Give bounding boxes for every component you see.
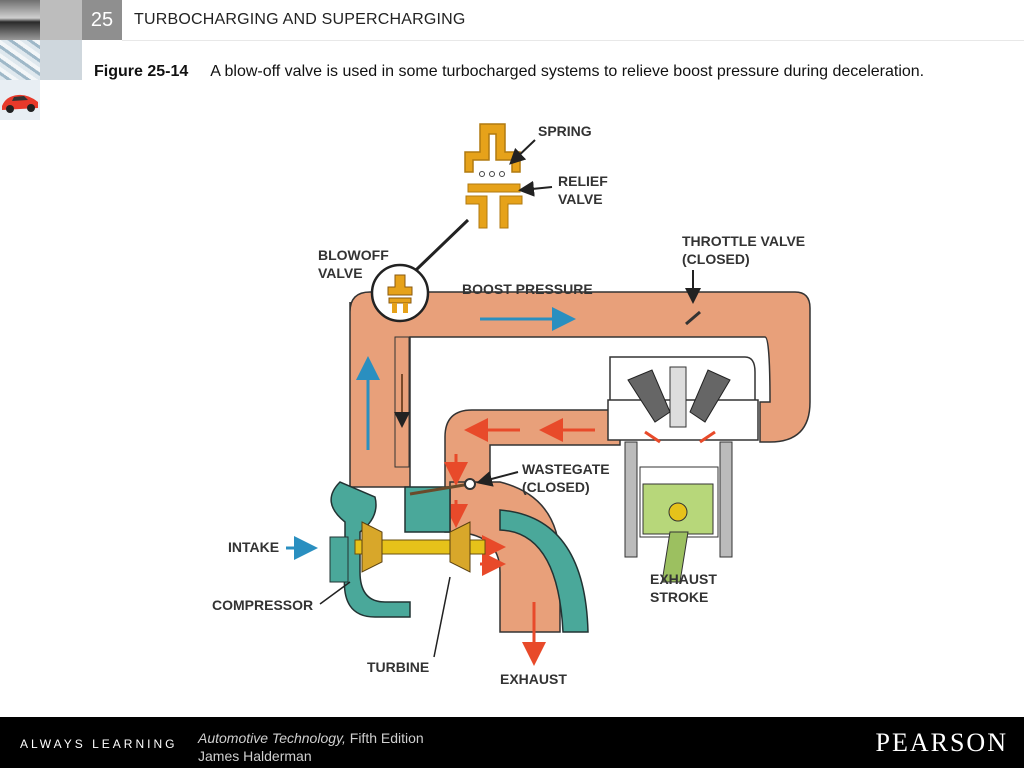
book-edition: Fifth Edition [349, 730, 424, 746]
footer-bar: ALWAYS LEARNING Automotive Technology, F… [0, 717, 1024, 768]
header-band [40, 0, 82, 40]
header-divider [122, 40, 1024, 41]
label-relief: RELIEF [558, 173, 608, 189]
label-turbine: TURBINE [367, 659, 429, 675]
figure-label: Figure 25-14 [94, 63, 189, 80]
chapter-number: 25 [82, 0, 122, 40]
engine-cylinder [607, 356, 759, 583]
footer-book-info: Automotive Technology, Fifth Edition Jam… [198, 729, 424, 765]
header-thumbnails [0, 0, 40, 120]
label-boost-pressure: BOOST PRESSURE [462, 281, 593, 297]
car-thumbnail [0, 0, 40, 40]
label-wastegate-closed: (CLOSED) [522, 479, 590, 495]
compressor-wheel [361, 521, 383, 573]
turbo-blowoff-diagram: SPRING RELIEF VALVE BLOWOFF VALVE THROTT… [212, 123, 811, 687]
label-exhaust-stroke: EXHAUST [650, 571, 717, 587]
label-intake: INTAKE [228, 539, 279, 555]
compressor-housing [330, 481, 411, 618]
label-blowoff: BLOWOFF [318, 247, 389, 263]
header-side-panel [40, 40, 82, 80]
figure-caption: Figure 25-14 A blow-off valve is used in … [94, 62, 984, 82]
label-compressor: COMPRESSOR [212, 597, 313, 613]
book-title: Automotive Technology, [198, 730, 346, 746]
sportscar-thumbnail [0, 80, 40, 120]
chapter-title: TURBOCHARGING AND SUPERCHARGING [134, 11, 466, 28]
caption-text: A blow-off valve is used in some turboch… [210, 63, 925, 80]
label-relief-valve: VALVE [558, 191, 603, 207]
label-exhaust: EXHAUST [500, 671, 567, 687]
label-blowoff-valve: VALVE [318, 265, 363, 281]
turbine-housing [499, 509, 589, 633]
book-author: James Halderman [198, 748, 312, 764]
red-car-icon [2, 94, 38, 113]
label-throttle: THROTTLE VALVE [682, 233, 805, 249]
label-spring: SPRING [538, 123, 592, 139]
turbine-wheel [449, 521, 471, 573]
wastegate-actuator [409, 482, 471, 496]
label-exhaust-stroke-2: STROKE [650, 589, 708, 605]
publisher-logo: PEARSON [875, 728, 1008, 757]
footer-tagline: ALWAYS LEARNING [20, 737, 178, 751]
label-wastegate: WASTEGATE [522, 461, 610, 477]
label-throttle-closed: (CLOSED) [682, 251, 750, 267]
relief-valve-detail [464, 123, 523, 229]
engine-thumbnail [0, 40, 40, 80]
